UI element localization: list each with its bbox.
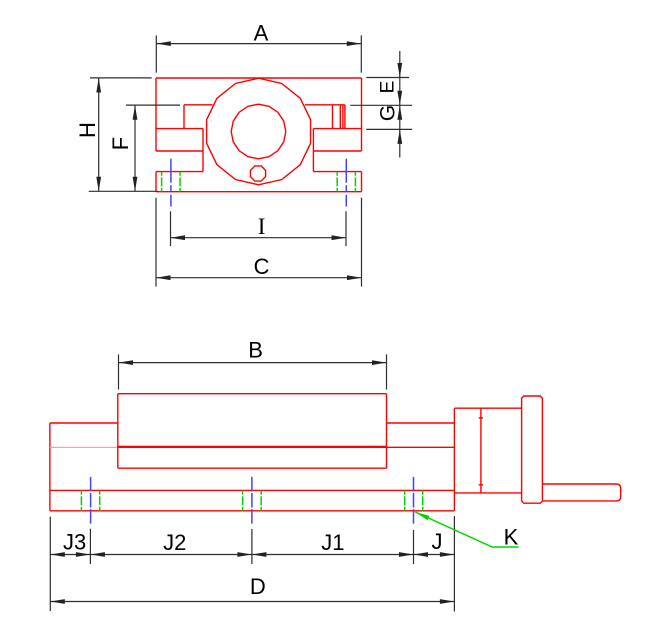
svg-text:E: E bbox=[378, 81, 399, 94]
svg-text:B: B bbox=[248, 337, 263, 362]
svg-text:J1: J1 bbox=[321, 530, 344, 555]
svg-text:H: H bbox=[75, 122, 100, 138]
svg-text:G: G bbox=[377, 105, 400, 121]
svg-text:K: K bbox=[504, 524, 519, 549]
svg-text:J3: J3 bbox=[63, 529, 86, 554]
svg-text:J2: J2 bbox=[163, 530, 186, 555]
svg-text:D: D bbox=[250, 574, 266, 599]
svg-text:C: C bbox=[254, 254, 270, 279]
svg-text:J: J bbox=[432, 529, 443, 554]
svg-text:A: A bbox=[254, 20, 269, 45]
svg-text:I: I bbox=[258, 214, 266, 239]
svg-text:F: F bbox=[108, 137, 133, 150]
